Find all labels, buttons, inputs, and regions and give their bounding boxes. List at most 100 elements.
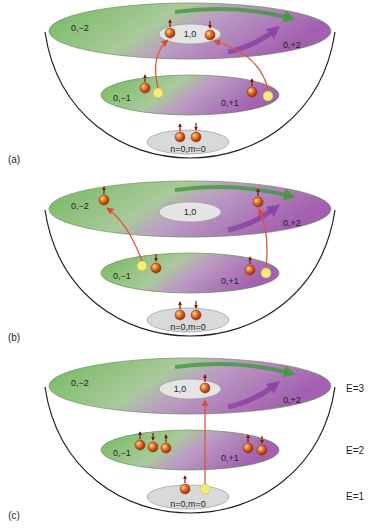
electron-sphere: [257, 445, 267, 455]
spin-arrow: [251, 79, 252, 86]
rotation-arrow: [175, 187, 290, 196]
level-label: 0,−2: [71, 379, 89, 388]
electron: [205, 21, 215, 40]
rotation-arrow: [228, 208, 275, 230]
electron-sphere: [161, 443, 171, 453]
transition-arrow: [107, 208, 142, 261]
electron: [253, 189, 263, 207]
hole: [261, 268, 271, 278]
level-label: 0,+1: [221, 277, 239, 286]
shape-ellipse: [147, 308, 229, 332]
shape-ellipse: [159, 24, 221, 44]
level-label: 0,+2: [283, 41, 301, 50]
energy-label: E=1: [346, 492, 364, 502]
electron: [200, 375, 210, 393]
spin-arrow: [249, 257, 250, 264]
level-label: n=0,m=0: [170, 323, 206, 332]
level-label: 0,−1: [113, 94, 131, 103]
spin-arrow: [179, 124, 180, 131]
electron-sphere: [151, 263, 161, 273]
spin-arrow: [144, 75, 145, 82]
energy-label: E=3: [346, 384, 364, 394]
spin-arrow: [184, 476, 185, 483]
spin-arrow: [103, 187, 104, 194]
electron: [257, 436, 267, 455]
electron: [191, 301, 201, 320]
ground-level-ellipse: n=0,m=0: [146, 129, 230, 155]
electron: [191, 123, 201, 142]
electron-sphere: [191, 310, 201, 320]
shape-ellipse: [159, 202, 221, 222]
panel-label: (b): [8, 333, 20, 343]
spin-arrow: [204, 375, 205, 382]
energy-level-disk: 0,−10,+1: [100, 429, 280, 471]
shape-ellipse: [159, 379, 221, 399]
electron: [161, 435, 171, 453]
panel-label: (c): [8, 511, 20, 521]
electron: [151, 254, 161, 273]
level-label: 1,0: [184, 30, 197, 39]
rotation-arrow: [175, 364, 290, 373]
spin-arrow: [165, 435, 166, 442]
electron: [165, 20, 175, 38]
spin-arrow: [209, 21, 210, 28]
rotation-arrow: [175, 9, 290, 18]
orbital-ellipse: 1,0: [158, 201, 222, 223]
electron: [243, 435, 253, 453]
level-label: 0,+2: [283, 396, 301, 405]
ground-level-ellipse: n=0,m=0: [146, 307, 230, 333]
transition-arrow: [156, 40, 168, 88]
spin-arrow: [155, 254, 156, 261]
hole: [263, 91, 273, 101]
electron: [148, 433, 158, 452]
electron-sphere: [180, 484, 190, 494]
spin-arrow: [139, 432, 140, 439]
electron: [175, 124, 185, 142]
level-label: 0,−1: [113, 449, 131, 458]
level-label: n=0,m=0: [170, 145, 206, 154]
spin-arrow: [257, 189, 258, 196]
electron-sphere: [135, 440, 145, 450]
electron-sphere: [205, 30, 215, 40]
transition-arrow: [259, 209, 267, 268]
electron-sphere: [148, 442, 158, 452]
shape-ellipse: [101, 430, 279, 470]
spin-arrow: [247, 435, 248, 442]
level-label: 1,0: [184, 208, 197, 217]
electron: [99, 187, 109, 205]
shape-ellipse: [101, 75, 279, 115]
spin-arrow: [169, 20, 170, 27]
shape-ellipse: [49, 358, 331, 414]
electron-sphere: [243, 443, 253, 453]
transition-arrow: [214, 41, 268, 91]
hole: [153, 88, 163, 98]
hole: [137, 261, 147, 271]
level-label: 1,0: [174, 385, 187, 394]
electron: [180, 476, 190, 494]
shape-ellipse: [147, 485, 229, 509]
electron-sphere: [245, 265, 255, 275]
electron: [247, 79, 257, 97]
shape-ellipse: [147, 130, 229, 154]
electron: [245, 257, 255, 275]
electron-sphere: [253, 197, 263, 207]
level-label: 0,−2: [71, 202, 89, 211]
electron-sphere: [175, 310, 185, 320]
electron-sphere: [175, 132, 185, 142]
electron: [175, 302, 185, 320]
hole: [200, 484, 210, 494]
excitation-arrow: [204, 400, 205, 484]
spin-arrow: [179, 302, 180, 309]
shape-ellipse: [49, 3, 331, 59]
level-label: 0,+2: [283, 219, 301, 228]
electron-sphere: [247, 87, 257, 97]
electron: [135, 432, 145, 450]
rotation-arrow: [228, 385, 275, 407]
electron: [140, 75, 150, 93]
level-label: 0,−1: [113, 272, 131, 281]
spin-arrow: [261, 436, 262, 443]
shape-ellipse: [101, 253, 279, 293]
electron-sphere: [200, 383, 210, 393]
